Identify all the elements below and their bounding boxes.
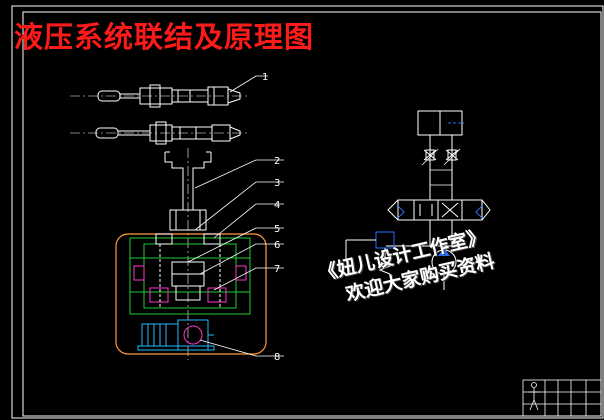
callout-3: 3 (274, 178, 280, 189)
callout-8: 8 (274, 352, 280, 363)
hydraulic-cylinder-top (97, 84, 241, 108)
drawing-frame (11, 5, 604, 419)
hydraulic-cylinder-bottom (95, 121, 241, 145)
leader-lines (187, 75, 284, 357)
support-bracket (164, 151, 212, 231)
callout-6: 6 (274, 240, 280, 251)
directional-valve (387, 199, 491, 221)
callout-1: 1 (262, 72, 268, 83)
assembly-outline (115, 233, 267, 355)
logo-figure (528, 382, 540, 411)
center-lines (70, 95, 250, 360)
hydraulic-schematic (345, 110, 491, 290)
electric-motor (137, 319, 215, 351)
callout-5: 5 (274, 224, 280, 235)
throttle-valves (421, 148, 461, 166)
drawing-title: 液压系统联结及原理图 (14, 20, 315, 54)
title-block (522, 379, 602, 417)
machine-body (129, 233, 251, 315)
callout-7: 7 (274, 264, 280, 275)
relief-valve (345, 231, 395, 275)
callout-labels: 1 2 3 4 5 6 7 8 (262, 72, 280, 363)
callout-4: 4 (274, 200, 280, 211)
callout-2: 2 (274, 156, 280, 167)
